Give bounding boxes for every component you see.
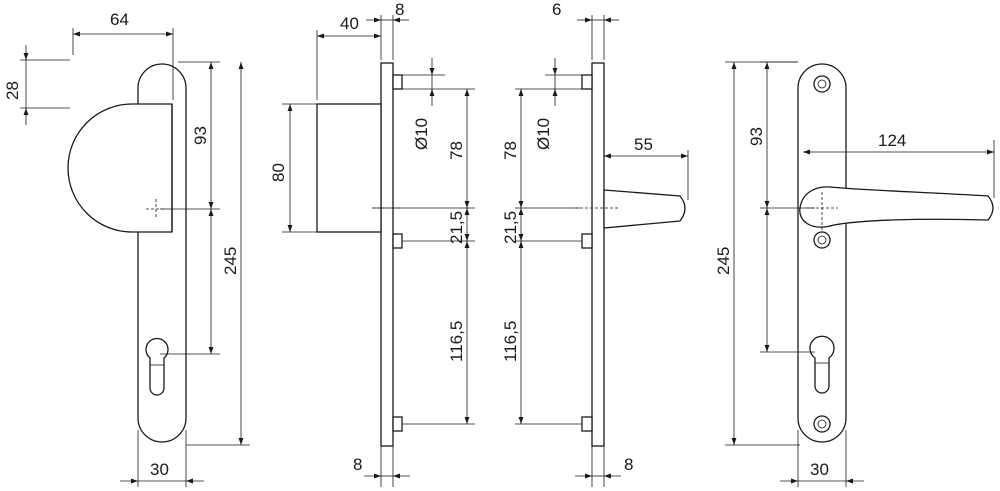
dim-back-bolt-diameter: Ø10 [534,118,553,150]
cylinder-hole [145,337,169,396]
knob-side-plate [380,62,394,447]
dim-lever-length: 124 [878,131,906,150]
lever-side-plate [591,62,605,447]
dim-back-spindle-to-pin: 21,5 [501,211,520,244]
dim-side-plate-thickness: 8 [395,0,404,19]
lever-front-view: 93 124 245 30 [714,61,995,487]
dim-back-lever-projection: 55 [634,135,653,154]
dim-front-width: 64 [110,10,129,29]
knob-side-body [316,103,382,233]
dim-side-pin-to-bottom: 116,5 [447,321,466,362]
dim-side-bottom-thickness: 8 [353,455,362,474]
dim-back-plate-thickness: 6 [552,0,561,19]
lever-side-view: 6 Ø10 78 21,5 116,5 55 8 [501,0,689,487]
dim-lever-plate-length: 245 [714,247,733,275]
dim-front-top-offset: 28 [3,81,22,100]
knob-front-view: 64 28 93 245 30 [3,10,250,487]
dim-back-bottom-thickness: 8 [624,455,633,474]
dim-front-plate-width: 30 [150,460,169,479]
dim-side-top-to-spindle: 78 [447,141,466,160]
dim-lever-hole-spacing: 93 [747,127,766,146]
dim-front-length: 245 [221,247,240,275]
lever-handle [799,186,994,228]
dim-back-top-to-spindle: 78 [501,141,520,160]
lever-stub [603,189,686,229]
dim-lever-plate-width: 30 [810,460,829,479]
lever-cylinder-hole [809,335,835,394]
dim-side-spindle-to-pin: 21,5 [447,211,466,244]
dim-side-bolt-diameter: Ø10 [412,118,431,150]
dim-side-knob-height: 80 [269,163,288,182]
knob-side-view: 40 8 80 Ø10 78 21,5 116,5 8 [269,0,475,487]
dim-back-pin-to-bottom: 116,5 [501,321,520,362]
dim-side-projection: 40 [340,14,359,33]
knob-half-disc [67,103,173,233]
dim-front-hole-spacing: 93 [191,126,210,145]
